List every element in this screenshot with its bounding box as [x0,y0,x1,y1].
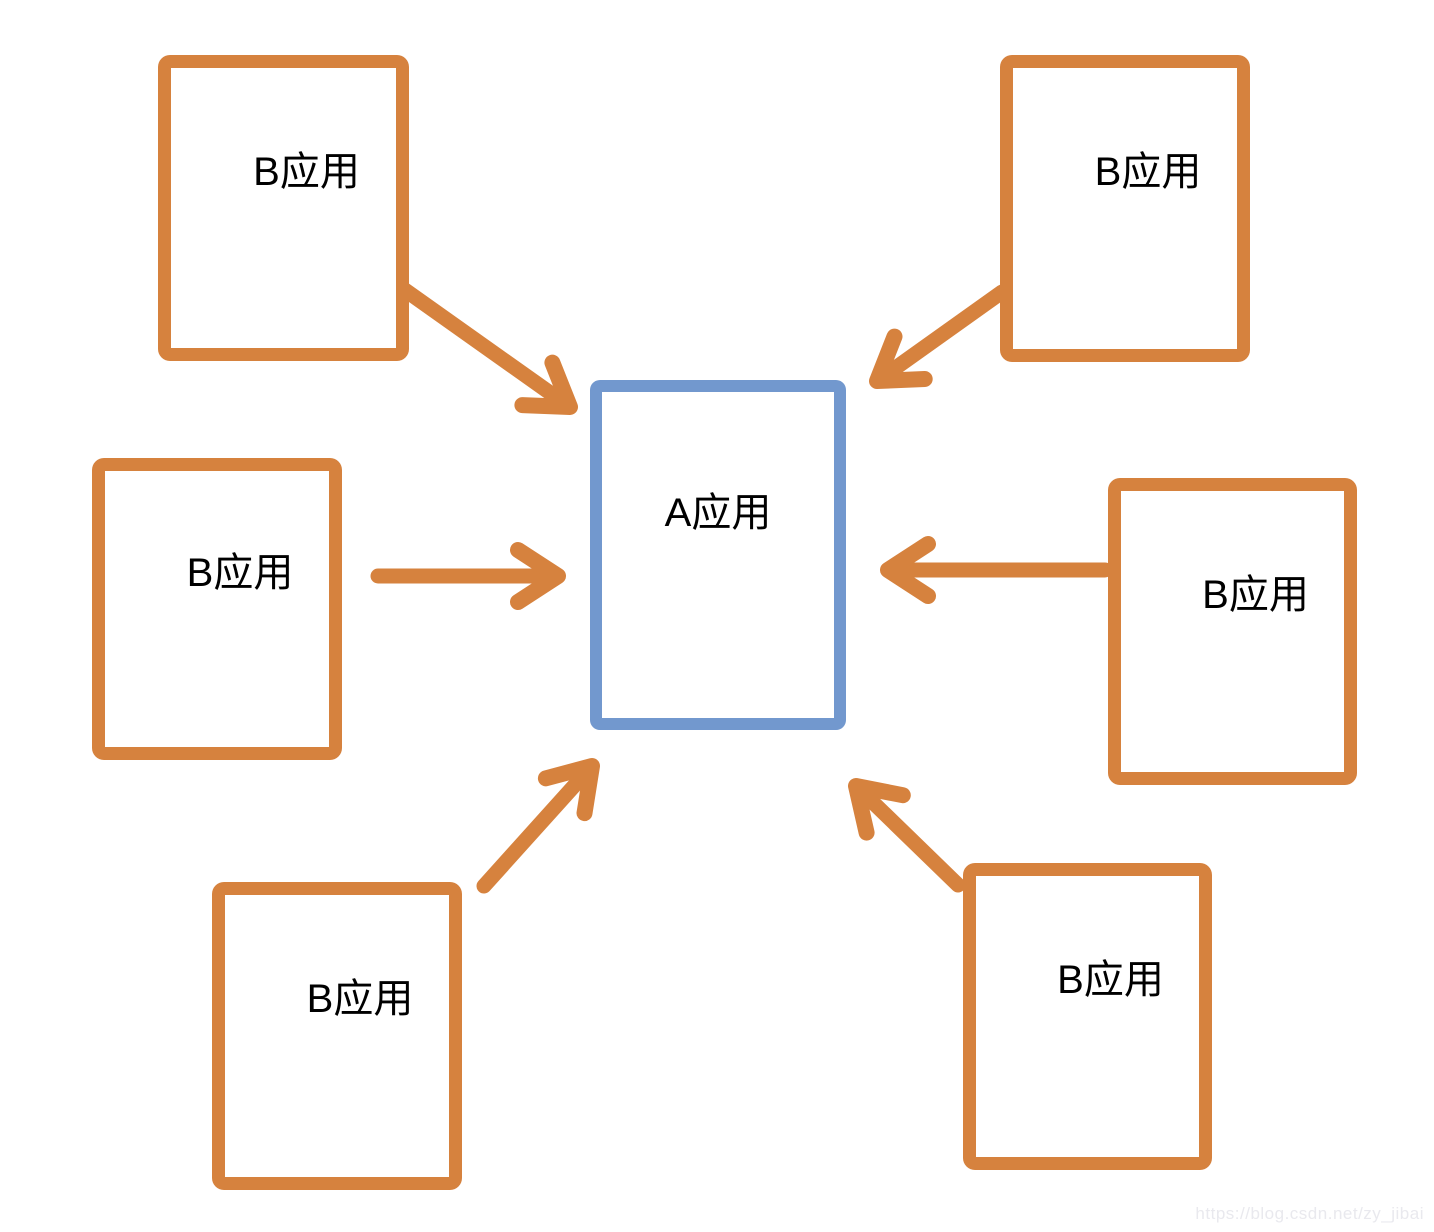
node-label: B应用 [1202,572,1309,617]
arrow-b-bottom-right-to-a [848,778,966,893]
arrow-b-mid-left-to-a [370,542,566,610]
node-b-app-top-right: B应用 [1000,55,1250,362]
node-label: B应用 [1094,149,1202,194]
watermark-url: https://blog.csdn.net/zy_jibai [1195,1204,1424,1223]
node-label: A应用 [664,490,772,535]
node-a-app-center: A应用 [590,380,846,730]
arrow-b-top-left-to-a [397,282,578,415]
node-b-app-bottom-left: B应用 [212,882,462,1190]
node-label: B应用 [253,149,360,194]
node-label: B应用 [306,977,414,1022]
arrow-b-bottom-left-to-a [476,758,600,894]
arrow-b-mid-right-to-a [880,536,1113,604]
node-label: B应用 [186,551,294,596]
arrow-b-top-right-to-a [869,284,1010,389]
node-b-app-mid-right: B应用 [1108,478,1357,785]
node-b-app-mid-left: B应用 [92,458,342,760]
node-b-app-top-left: B应用 [158,55,409,361]
node-label: B应用 [1057,957,1164,1002]
node-b-app-bottom-right: B应用 [963,863,1212,1170]
